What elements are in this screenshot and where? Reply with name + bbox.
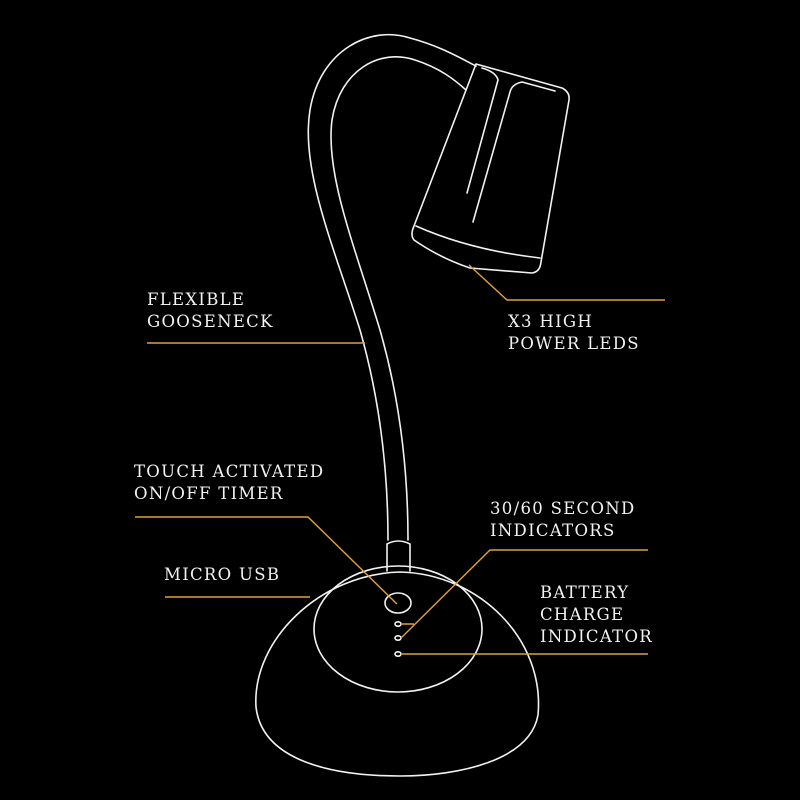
label-line: 30/60 SECOND (490, 499, 636, 518)
label-line: X3 HIGH (508, 312, 594, 331)
callout-lines (135, 264, 665, 655)
lamp-base (255, 540, 540, 777)
label-indicators: 30/60 SECOND INDICATORS (490, 498, 636, 542)
label-line: MICRO USB (164, 565, 281, 584)
indicator-led-60 (394, 634, 402, 641)
label-line: POWER LEDS (508, 334, 640, 353)
label-leds: X3 HIGH POWER LEDS (508, 311, 640, 355)
touch-panel (313, 565, 483, 693)
label-usb: MICRO USB (164, 564, 280, 586)
callout-touch (135, 516, 398, 605)
label-line: FLEXIBLE (147, 290, 246, 309)
label-line: CHARGE (540, 605, 625, 624)
label-gooseneck: FLEXIBLE GOOSENECK (147, 289, 274, 333)
battery-led (394, 650, 402, 657)
gooseneck (307, 33, 477, 541)
callout-leds (468, 264, 665, 301)
label-battery: BATTERY CHARGE INDICATOR (540, 582, 653, 648)
label-line: ON/OFF TIMER (134, 484, 284, 503)
label-touch: TOUCH ACTIVATED ON/OFF TIMER (134, 461, 324, 505)
label-line: BATTERY (540, 583, 630, 602)
touch-button (384, 592, 412, 614)
label-line: TOUCH ACTIVATED (134, 462, 325, 481)
label-line: INDICATOR (540, 627, 653, 646)
label-line: GOOSENECK (147, 312, 274, 331)
indicator-led-30 (394, 620, 402, 627)
callout-indicators (400, 549, 648, 639)
lamp-head (411, 63, 570, 274)
label-line: INDICATORS (490, 521, 616, 540)
